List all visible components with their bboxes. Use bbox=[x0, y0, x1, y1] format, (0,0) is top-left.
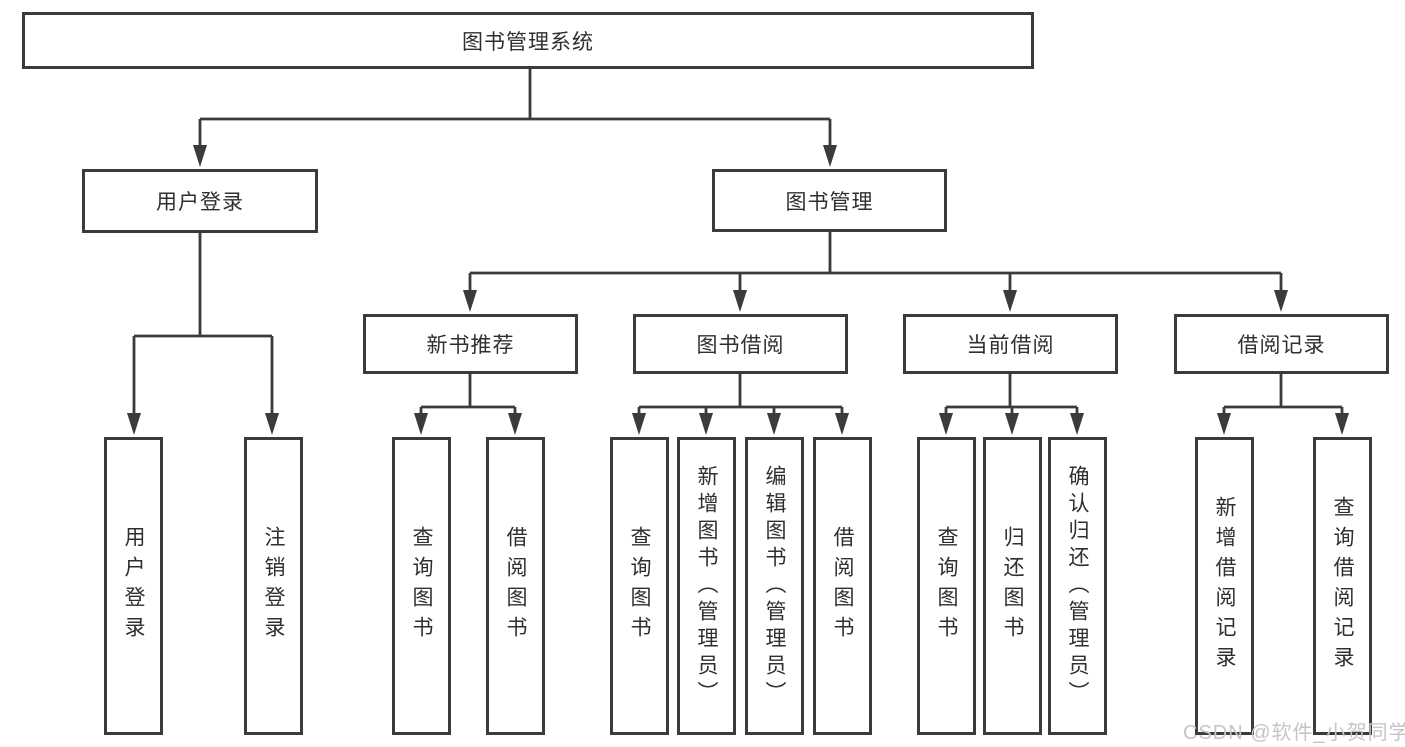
arrowhead bbox=[1005, 413, 1019, 435]
node-book-borrowing: 图书借阅 bbox=[633, 314, 848, 374]
leaf-borrow-books-recommend: 借阅图书 bbox=[486, 437, 545, 735]
connector-bookmgmt-to-level3 bbox=[468, 232, 1283, 291]
connector-root-to-level2 bbox=[198, 68, 832, 146]
leaf-logout: 注销登录 bbox=[244, 437, 303, 735]
leaf-query-borrow-record: 查询借阅记录 bbox=[1313, 437, 1372, 735]
leaf-query-books-current: 查询图书 bbox=[917, 437, 976, 735]
arrowhead bbox=[463, 290, 477, 312]
arrowhead bbox=[632, 413, 646, 435]
leaf-confirm-return-admin: 确认归还（管理员） bbox=[1048, 437, 1107, 735]
node-new-book-recommend: 新书推荐 bbox=[363, 314, 578, 374]
leaf-edit-books-admin: 编辑图书（管理员） bbox=[745, 437, 804, 735]
arrowhead bbox=[767, 413, 781, 435]
leaf-return-books: 归还图书 bbox=[983, 437, 1042, 735]
leaf-query-books-recommend: 查询图书 bbox=[392, 437, 451, 735]
leaf-user-login: 用户登录 bbox=[104, 437, 163, 735]
arrowhead bbox=[1217, 413, 1231, 435]
connector-newbook-to-leaves bbox=[419, 374, 517, 414]
connector-borrowrecord-to-leaves bbox=[1222, 374, 1344, 414]
arrowhead bbox=[699, 413, 713, 435]
arrowhead bbox=[193, 145, 207, 167]
connector-userlogin-to-leaves bbox=[132, 233, 274, 414]
arrowhead bbox=[508, 413, 522, 435]
arrowhead bbox=[1335, 413, 1349, 435]
connector-bookborrow-to-leaves bbox=[637, 374, 844, 414]
leaf-query-books-borrowing: 查询图书 bbox=[610, 437, 669, 735]
node-borrowing-records: 借阅记录 bbox=[1174, 314, 1389, 374]
arrowhead bbox=[414, 413, 428, 435]
arrowhead bbox=[265, 413, 279, 435]
node-user-login-module: 用户登录 bbox=[82, 169, 318, 233]
arrowhead bbox=[835, 413, 849, 435]
arrowhead bbox=[1274, 290, 1288, 312]
arrowhead bbox=[1003, 290, 1017, 312]
node-library-management-system: 图书管理系统 bbox=[22, 12, 1034, 69]
arrowhead bbox=[823, 145, 837, 167]
connector-currentborrow-to-leaves bbox=[944, 374, 1079, 414]
node-book-management-module: 图书管理 bbox=[712, 169, 947, 232]
csdn-watermark: CSDN @软件_小贺同学 bbox=[1183, 722, 1405, 744]
node-current-borrowing: 当前借阅 bbox=[903, 314, 1118, 374]
arrowhead bbox=[1070, 413, 1084, 435]
leaf-add-borrow-record: 新增借阅记录 bbox=[1195, 437, 1254, 735]
leaf-borrow-books-borrowing: 借阅图书 bbox=[813, 437, 872, 735]
leaf-add-books-admin: 新增图书（管理员） bbox=[677, 437, 736, 735]
arrowhead bbox=[939, 413, 953, 435]
arrowheads bbox=[127, 145, 1349, 435]
arrowhead bbox=[733, 290, 747, 312]
arrowhead bbox=[127, 413, 141, 435]
